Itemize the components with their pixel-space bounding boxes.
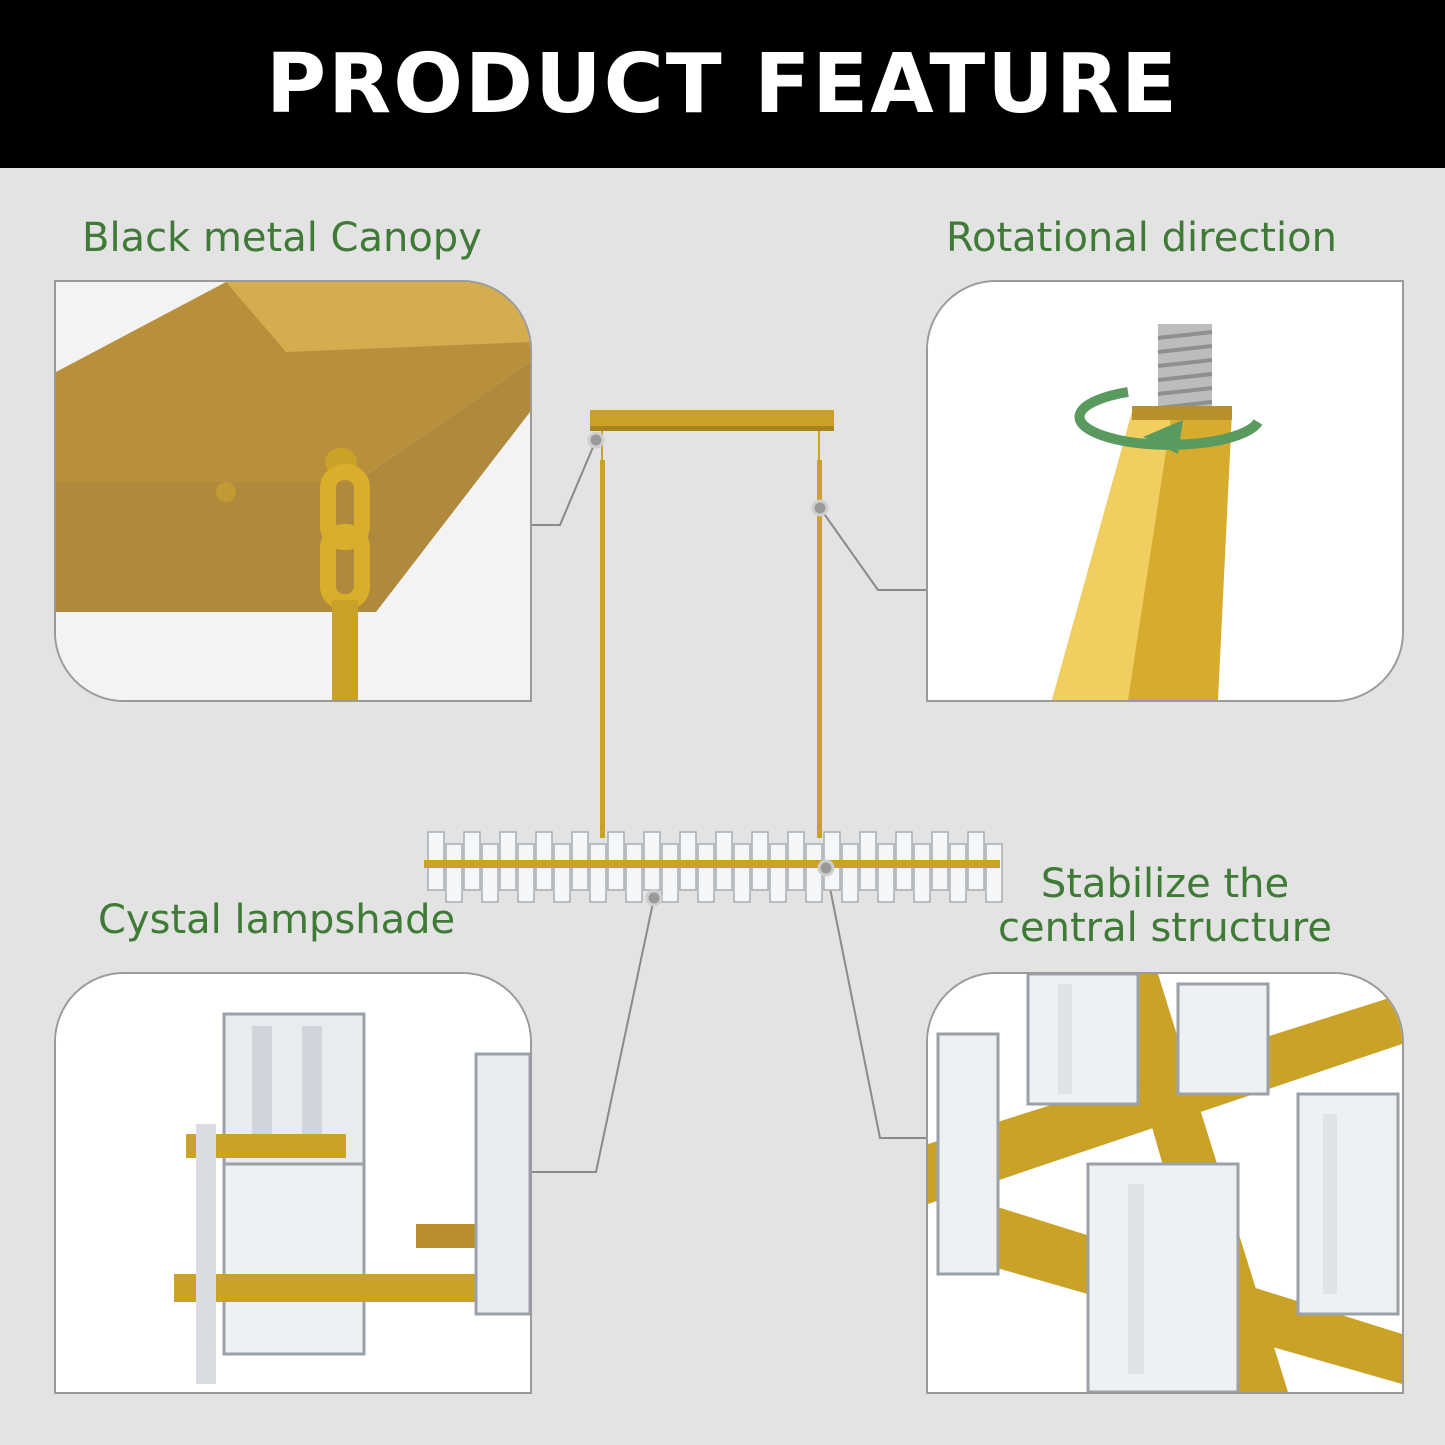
structure-label-line1: Stabilize the (1040, 861, 1290, 907)
connector-lines (532, 439, 926, 1173)
canopy-detail-image (56, 282, 530, 700)
structure-detail-image (928, 974, 1402, 1392)
rotation-label: Rotational direction (946, 215, 1337, 261)
crystal-row (427, 831, 1003, 903)
connector-lampshade (532, 897, 655, 1173)
rotation-detail-panel (926, 280, 1404, 702)
crystal-shade (769, 843, 787, 903)
canopy-label: Black metal Canopy (82, 215, 482, 261)
connector-canopy (532, 439, 597, 526)
lampshade-detail-image (56, 974, 530, 1392)
structure-label: Stabilize the central structure (980, 862, 1350, 950)
chandelier-rod-right (817, 460, 822, 838)
structure-label-line2: central structure (998, 905, 1332, 951)
chandelier-rod-left (600, 460, 605, 838)
crystal-shade (661, 843, 679, 903)
connector-structure (825, 867, 926, 1139)
header-banner: PRODUCT FEATURE (0, 0, 1445, 168)
lampshade-detail-panel (54, 972, 532, 1394)
crystal-shade (481, 843, 499, 903)
chandelier-frame (424, 860, 1000, 868)
connector-rotation (819, 507, 926, 591)
rotation-detail-image (928, 282, 1402, 700)
lampshade-label: Cystal lampshade (98, 897, 456, 943)
chandelier-canopy (590, 410, 834, 426)
crystal-shade (877, 843, 895, 903)
crystal-shade (697, 843, 715, 903)
structure-detail-panel (926, 972, 1404, 1394)
page-title: PRODUCT FEATURE (265, 36, 1180, 132)
crystal-shade (733, 843, 751, 903)
crystal-shade (589, 843, 607, 903)
marker-lampshade (645, 889, 663, 907)
crystal-shade (445, 843, 463, 903)
crystal-shade (841, 843, 859, 903)
crystal-shade (517, 843, 535, 903)
canopy-detail-panel (54, 280, 532, 702)
rotation-arrow-icon (1074, 387, 1263, 450)
thread-icon (1157, 324, 1213, 414)
crystal-shade (985, 843, 1003, 903)
marker-canopy (587, 431, 605, 449)
marker-dots (587, 431, 835, 907)
crystal-shade (625, 843, 643, 903)
marker-structure (817, 859, 835, 877)
crystal-shade (913, 843, 931, 903)
marker-rotation (811, 499, 829, 517)
crystal-shade (949, 843, 967, 903)
crystal-shade (553, 843, 571, 903)
